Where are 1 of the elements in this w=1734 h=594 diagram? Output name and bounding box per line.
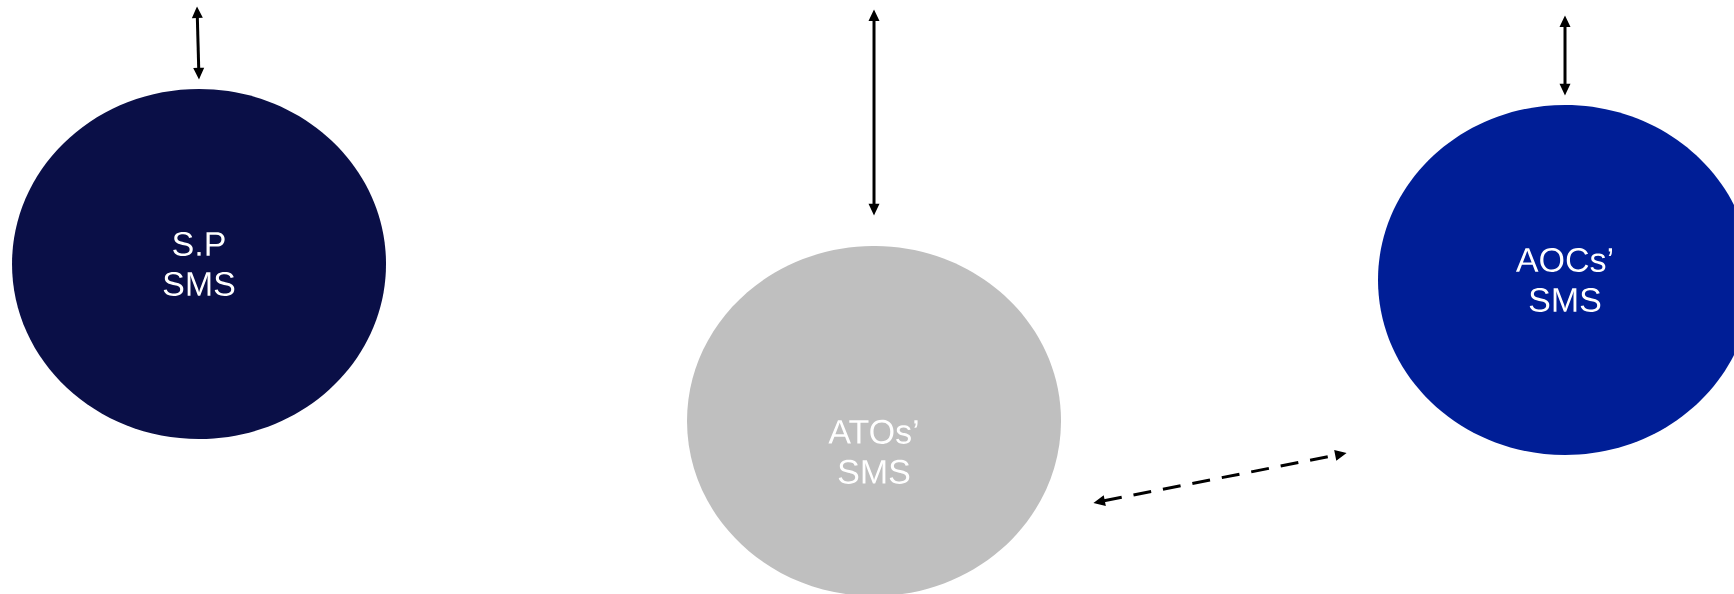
ellipse-node: S.P SMS	[12, 89, 386, 439]
